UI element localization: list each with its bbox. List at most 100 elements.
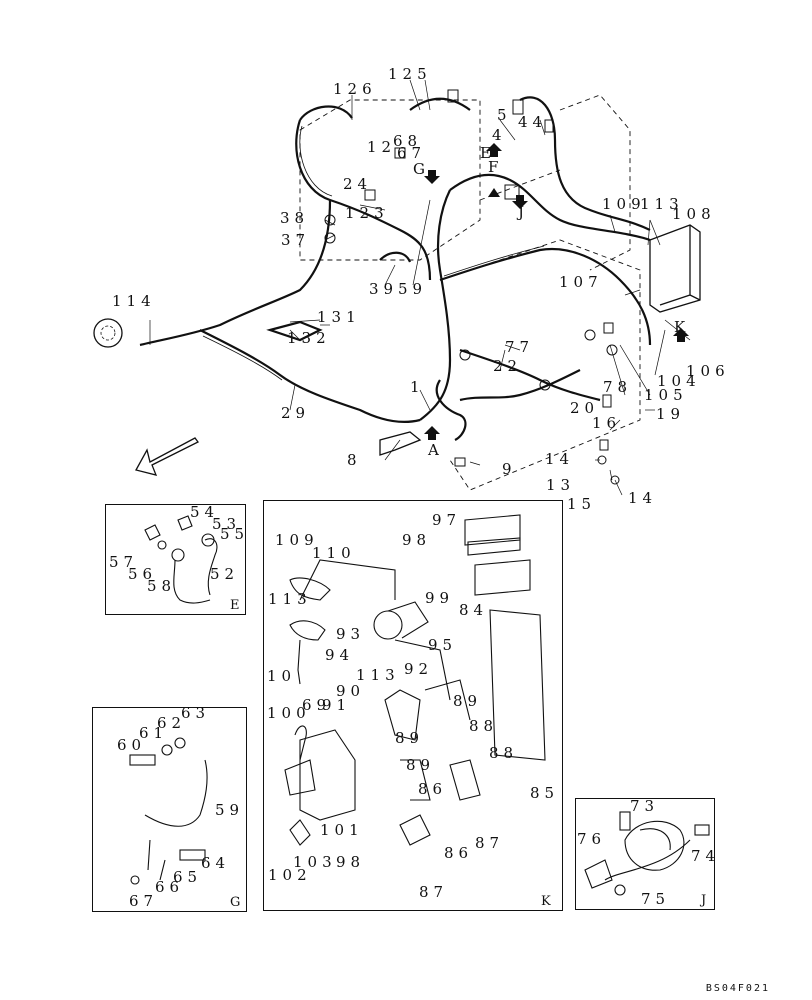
inset-k-frame bbox=[263, 500, 563, 911]
part-callout: 19 bbox=[656, 405, 686, 423]
part-callout: 68 bbox=[393, 132, 423, 150]
part-callout: 89 bbox=[395, 729, 425, 747]
part-callout: 10 bbox=[267, 667, 297, 685]
front-direction-arrow bbox=[135, 437, 199, 476]
part-callout: 106 bbox=[686, 362, 730, 380]
part-callout: 87 bbox=[475, 834, 505, 852]
part-callout: 94 bbox=[325, 646, 355, 664]
inset-g-linework bbox=[129, 737, 208, 885]
part-callout: 88 bbox=[489, 744, 519, 762]
part-callout: 85 bbox=[530, 784, 560, 802]
part-callout: 108 bbox=[672, 205, 716, 223]
dashed-frame bbox=[299, 94, 641, 491]
inset-k-letter: K bbox=[541, 894, 551, 909]
part-callout: 22 bbox=[493, 357, 523, 375]
part-callout: 100 bbox=[267, 704, 311, 722]
part-callout: 73 bbox=[630, 797, 660, 815]
inset-g-frame bbox=[92, 707, 247, 912]
view-marker: E bbox=[480, 144, 496, 162]
part-callout: 74 bbox=[691, 847, 721, 865]
part-callout: 86 bbox=[418, 780, 448, 798]
part-callout: 44 bbox=[518, 113, 548, 131]
part-callout: 64 bbox=[201, 854, 231, 872]
part-callout: 109 bbox=[602, 195, 646, 213]
part-callout: 55 bbox=[220, 525, 250, 543]
part-callout: 16 bbox=[592, 414, 622, 432]
part-callout: 84 bbox=[459, 601, 489, 619]
inset-e-frame bbox=[105, 504, 246, 615]
part-callout: 39 bbox=[369, 280, 399, 298]
part-callout: 93 bbox=[336, 625, 366, 643]
part-callout: 89 bbox=[406, 756, 436, 774]
part-callout: 102 bbox=[268, 866, 312, 884]
part-callout: 104 bbox=[657, 372, 701, 390]
part-callout: 54 bbox=[190, 503, 220, 521]
floor-bracket bbox=[379, 431, 422, 456]
part-callout: 98 bbox=[402, 531, 432, 549]
part-callout: 99 bbox=[425, 589, 455, 607]
part-callout: 58 bbox=[147, 577, 177, 595]
part-callout: 90 bbox=[336, 682, 366, 700]
part-callout: 77 bbox=[505, 338, 535, 356]
part-callout: 86 bbox=[444, 844, 474, 862]
part-callout: 92 bbox=[404, 660, 434, 678]
part-callout: 63 bbox=[181, 704, 211, 722]
horn-component bbox=[93, 318, 123, 348]
view-marker: F bbox=[488, 158, 504, 176]
view-arrows bbox=[424, 143, 689, 440]
part-callout: 67 bbox=[397, 144, 427, 162]
part-callout: 78 bbox=[603, 378, 633, 396]
inset-e-linework bbox=[144, 515, 218, 604]
part-callout: 101 bbox=[320, 821, 364, 839]
view-marker: G bbox=[413, 160, 430, 178]
view-marker: A bbox=[428, 441, 444, 459]
part-callout: 59 bbox=[215, 801, 245, 819]
part-callout: 57 bbox=[109, 553, 139, 571]
part-callout: 62 bbox=[157, 714, 187, 732]
part-callout: 125 bbox=[388, 65, 432, 83]
inset-j-frame bbox=[575, 798, 715, 910]
inset-j-letter: J bbox=[701, 893, 707, 908]
harness-edge-lines bbox=[202, 125, 545, 381]
wire-harness bbox=[139, 96, 652, 441]
part-callout: 24 bbox=[343, 175, 373, 193]
part-callout: 87 bbox=[419, 883, 449, 901]
part-callout: 89 bbox=[453, 692, 483, 710]
part-callout: 113 bbox=[268, 590, 312, 608]
part-callout: 65 bbox=[173, 868, 203, 886]
part-callout: 126 bbox=[333, 80, 377, 98]
part-callout: 14 bbox=[545, 450, 575, 468]
part-callout: 69 bbox=[302, 696, 332, 714]
part-callout: 15 bbox=[567, 495, 597, 513]
part-callout: 53 bbox=[212, 515, 242, 533]
part-callout: 60 bbox=[117, 736, 147, 754]
part-callout: 8 bbox=[347, 451, 362, 469]
part-callout: 38 bbox=[280, 209, 310, 227]
part-callout: 20 bbox=[570, 399, 600, 417]
part-callout: 123 bbox=[345, 204, 389, 222]
leader-lines bbox=[149, 79, 691, 496]
part-callout: 37 bbox=[281, 231, 311, 249]
part-callout: 52 bbox=[210, 565, 240, 583]
inset-j-linework bbox=[584, 811, 710, 896]
part-callout: 131 bbox=[317, 308, 361, 326]
inset-g-letter: G bbox=[230, 895, 241, 910]
part-callout: 76 bbox=[577, 830, 607, 848]
part-callout: 1 bbox=[410, 378, 425, 396]
part-callout: 56 bbox=[128, 565, 158, 583]
part-callout: 97 bbox=[432, 511, 462, 529]
part-callout: 13 bbox=[546, 476, 576, 494]
part-callout: 98 bbox=[336, 853, 366, 871]
part-callout: 132 bbox=[287, 329, 331, 347]
view-marker: K bbox=[674, 318, 691, 336]
part-callout: 61 bbox=[139, 724, 169, 742]
part-callout: 29 bbox=[281, 404, 311, 422]
part-callout: 66 bbox=[155, 878, 185, 896]
part-callout: 95 bbox=[428, 636, 458, 654]
part-callout: 4 bbox=[492, 126, 507, 144]
inset-k-linework bbox=[284, 514, 546, 846]
part-callout: 67 bbox=[129, 892, 159, 910]
fasteners bbox=[324, 89, 620, 485]
